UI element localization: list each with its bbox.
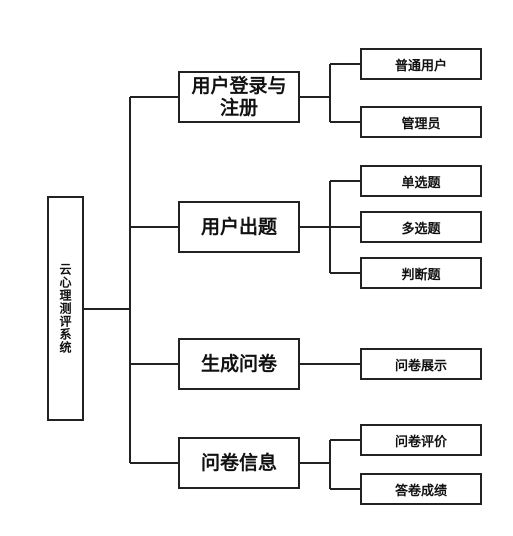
module-label: 用户登录与注册 [191, 75, 287, 119]
leaf-true-false: 判断题 [360, 257, 482, 289]
module-label: 生成问卷 [200, 353, 277, 375]
leaf-survey-evaluation: 问卷评价 [360, 424, 482, 456]
leaf-label: 答卷成绩 [394, 483, 447, 499]
leaf-label: 多选题 [401, 221, 441, 237]
leaf-administrator: 管理员 [360, 106, 482, 138]
leaf-regular-user: 普通用户 [360, 48, 482, 80]
leaf-label: 问卷展示 [394, 358, 447, 374]
leaf-label: 判断题 [401, 267, 441, 283]
module-label: 用户出题 [200, 216, 277, 238]
leaf-single-choice: 单选题 [360, 165, 482, 197]
module-login-register: 用户登录与注册 [178, 71, 300, 123]
leaf-label: 管理员 [401, 116, 441, 132]
root-label: 云心理测评系统 [58, 263, 72, 354]
leaf-survey-display: 问卷展示 [360, 348, 482, 380]
module-generate-survey: 生成问卷 [178, 338, 300, 390]
leaf-label: 问卷评价 [394, 434, 447, 450]
leaf-label: 单选题 [401, 175, 441, 191]
leaf-answer-scores: 答卷成绩 [360, 473, 482, 505]
leaf-multiple-choice: 多选题 [360, 211, 482, 243]
module-user-questions: 用户出题 [178, 201, 300, 253]
leaf-label: 普通用户 [394, 58, 447, 74]
root-node: 云心理测评系统 [47, 196, 84, 421]
module-label: 问卷信息 [200, 452, 277, 474]
module-survey-info: 问卷信息 [178, 437, 300, 489]
